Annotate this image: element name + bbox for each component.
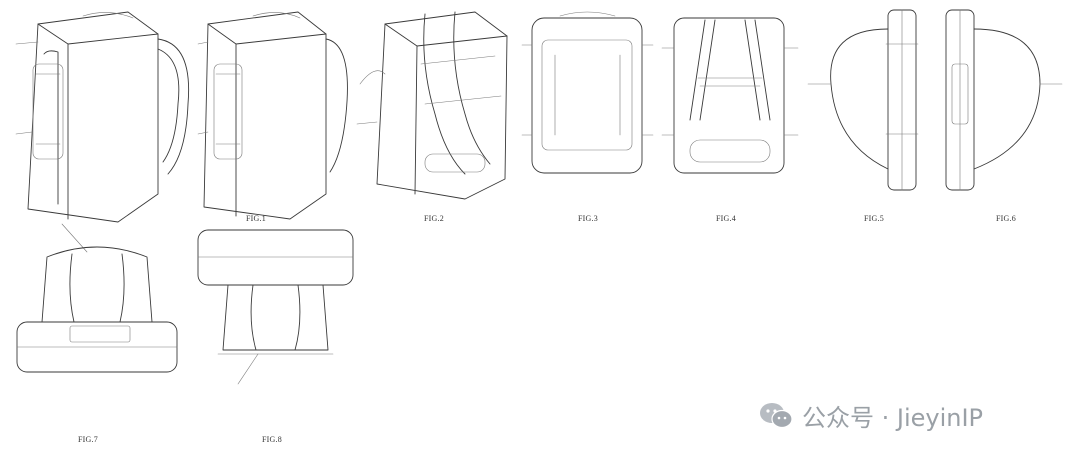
fig1-caption: FIG.1	[246, 214, 266, 223]
fig6-caption: FIG.6	[996, 214, 1016, 223]
wechat-icon	[758, 401, 794, 431]
fig3-caption: FIG.3	[578, 214, 598, 223]
fig4-caption: FIG.4	[716, 214, 736, 223]
fig8-drawing	[188, 222, 363, 387]
fig5-drawing	[806, 4, 936, 194]
watermark-text: 公众号 · JieyinIP	[802, 404, 984, 432]
fig2-drawing	[355, 4, 515, 204]
fig7-drawing	[12, 222, 182, 382]
fig1-drawing	[8, 4, 348, 224]
wechat-watermark: 公众号 · JieyinIP	[758, 398, 983, 433]
fig5-caption: FIG.5	[864, 214, 884, 223]
fig4-drawing	[660, 10, 800, 180]
fig6-drawing	[940, 4, 1070, 194]
fig2-caption: FIG.2	[424, 214, 444, 223]
fig8-caption: FIG.8	[262, 435, 282, 444]
fig7-caption: FIG.7	[78, 435, 98, 444]
fig3-drawing	[520, 10, 655, 180]
